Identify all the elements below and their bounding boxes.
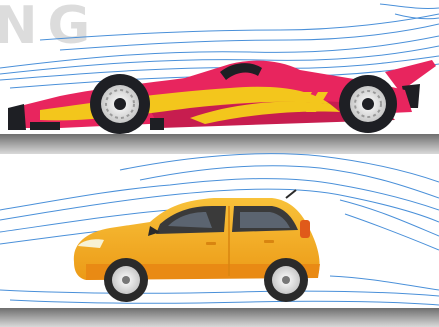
race-car-front-wheel bbox=[339, 75, 397, 133]
race-car-rear-wheel bbox=[90, 74, 150, 134]
ground-top bbox=[0, 134, 439, 154]
hatchback-rear-wheel bbox=[264, 258, 308, 302]
hatchback-front-wheel bbox=[104, 258, 148, 302]
ground-bottom bbox=[0, 308, 439, 327]
